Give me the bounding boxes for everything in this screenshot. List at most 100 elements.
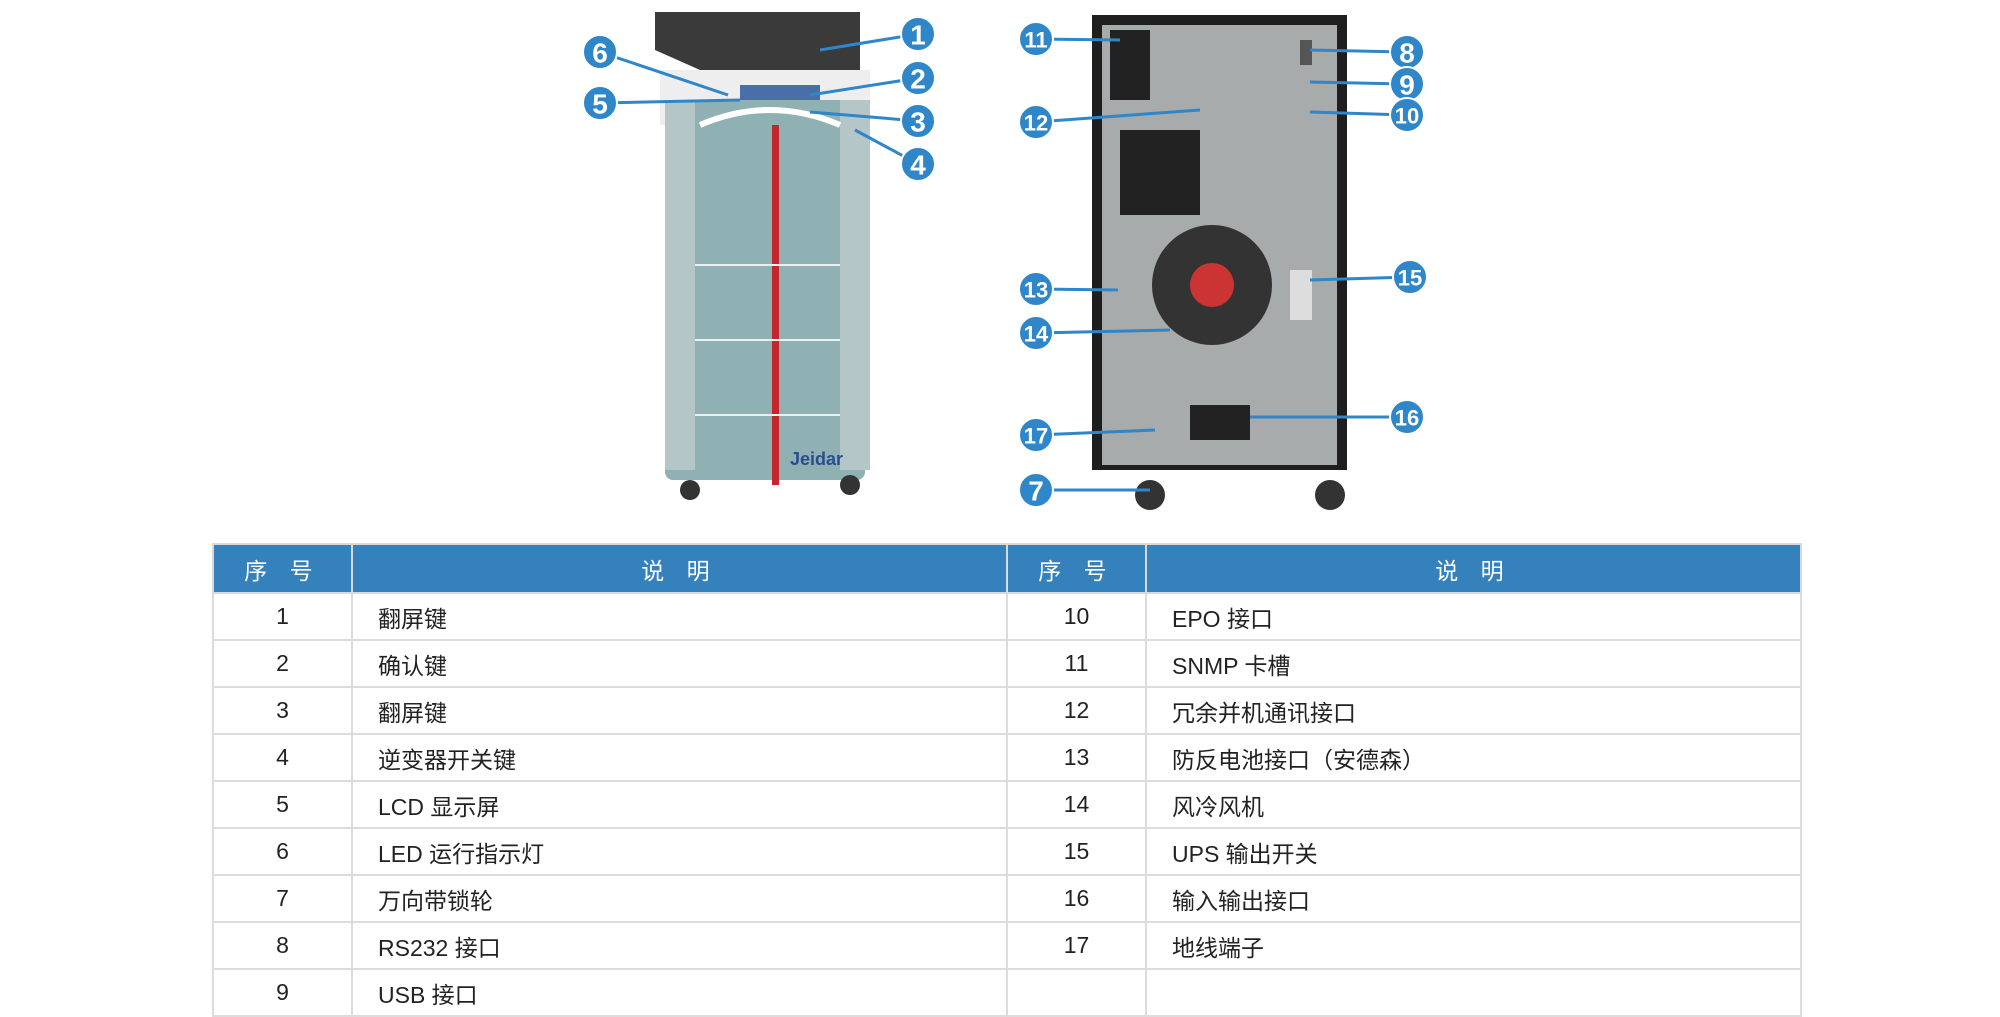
callout-13: 13 xyxy=(1018,271,1119,307)
callout-badge xyxy=(900,103,936,139)
callout-number: 7 xyxy=(1028,476,1044,507)
item-number: 2 xyxy=(212,639,353,688)
callout-number: 14 xyxy=(1024,322,1049,347)
item-description: EPO 接口 xyxy=(1145,592,1802,641)
item-number: 6 xyxy=(212,827,353,876)
callout-number: 11 xyxy=(1024,28,1047,53)
callout-number: 6 xyxy=(592,38,608,69)
callout-number: 17 xyxy=(1024,424,1048,449)
callout-badge xyxy=(900,146,936,182)
item-number: 16 xyxy=(1006,874,1147,923)
item-number: 10 xyxy=(1006,592,1147,641)
callout-badge xyxy=(1392,259,1428,295)
callout-badge xyxy=(1018,104,1054,140)
callout-12: 12 xyxy=(1018,104,1201,140)
callout-number: 9 xyxy=(1399,70,1415,101)
callout-badge xyxy=(1389,399,1425,435)
item-number: 14 xyxy=(1006,780,1147,829)
item-description: LCD 显示屏 xyxy=(351,780,1008,829)
callout-number: 2 xyxy=(910,64,926,95)
callout-3: 3 xyxy=(809,103,936,139)
callout-5: 5 xyxy=(582,85,741,121)
item-number: 11 xyxy=(1006,639,1147,688)
callout-16: 16 xyxy=(1250,399,1425,435)
callout-7: 7 xyxy=(1018,472,1150,508)
item-number: 3 xyxy=(212,686,353,735)
item-description: 逆变器开关键 xyxy=(351,733,1008,782)
item-description: LED 运行指示灯 xyxy=(351,827,1008,876)
item-description: 冗余并机通讯接口 xyxy=(1145,686,1802,735)
callout-leader-line xyxy=(809,110,919,123)
header-desc: 说 明 xyxy=(351,543,1008,594)
item-number: 4 xyxy=(212,733,353,782)
header-seq: 序 号 xyxy=(1006,543,1147,594)
callout-number: 13 xyxy=(1024,278,1048,303)
callout-badge xyxy=(1018,271,1054,307)
callout-badge xyxy=(900,60,936,96)
item-number: 13 xyxy=(1006,733,1147,782)
callout-number: 3 xyxy=(910,107,926,138)
ups-front-image: Jeidar xyxy=(655,12,870,500)
callout-badge xyxy=(1018,472,1054,508)
callout-leader-line xyxy=(1035,428,1156,437)
item-number xyxy=(1006,968,1147,1017)
item-number: 9 xyxy=(212,968,353,1017)
callout-leader-line xyxy=(809,76,919,97)
callout-badge xyxy=(582,85,618,121)
item-description: USB 接口 xyxy=(351,968,1008,1017)
callout-badge xyxy=(1018,417,1054,453)
callout-17: 17 xyxy=(1018,417,1156,453)
callout-8: 8 xyxy=(1309,34,1425,70)
item-number: 15 xyxy=(1006,827,1147,876)
callout-11: 11 xyxy=(1018,21,1121,57)
item-number: 8 xyxy=(212,921,353,970)
item-description: SNMP 卡槽 xyxy=(1145,639,1802,688)
callout-4: 4 xyxy=(854,128,936,182)
item-description: 地线端子 xyxy=(1145,921,1802,970)
callout-2: 2 xyxy=(809,60,936,97)
callout-15: 15 xyxy=(1309,259,1428,295)
callout-number: 16 xyxy=(1395,406,1419,431)
callout-badge xyxy=(900,16,936,52)
callout-leader-line xyxy=(599,50,729,97)
item-number: 12 xyxy=(1006,686,1147,735)
callout-number: 5 xyxy=(592,89,608,120)
callout-9: 9 xyxy=(1309,66,1425,102)
callout-10: 10 xyxy=(1309,97,1425,133)
callout-number: 15 xyxy=(1398,266,1422,291)
item-number: 1 xyxy=(212,592,353,641)
item-number: 5 xyxy=(212,780,353,829)
callout-badge xyxy=(582,34,618,70)
callout-number: 4 xyxy=(910,150,926,181)
callout-badge xyxy=(1018,315,1054,351)
header-desc: 说 明 xyxy=(1145,543,1802,594)
callout-6: 6 xyxy=(582,34,729,97)
item-description: UPS 输出开关 xyxy=(1145,827,1802,876)
item-number: 17 xyxy=(1006,921,1147,970)
item-description: 翻屏键 xyxy=(351,592,1008,641)
callout-leader-line xyxy=(599,98,741,105)
item-description xyxy=(1145,968,1802,1017)
item-description: 万向带锁轮 xyxy=(351,874,1008,923)
header-seq: 序 号 xyxy=(212,543,353,594)
callout-number: 1 xyxy=(910,20,926,51)
item-description: 输入输出接口 xyxy=(1145,874,1802,923)
item-description: 翻屏键 xyxy=(351,686,1008,735)
item-description: 防反电池接口（安德森） xyxy=(1145,733,1802,782)
callout-number: 8 xyxy=(1399,38,1415,69)
callout-number: 10 xyxy=(1395,104,1419,129)
callout-1: 1 xyxy=(819,16,936,52)
callout-14: 14 xyxy=(1018,315,1171,351)
callout-number: 12 xyxy=(1024,111,1048,136)
